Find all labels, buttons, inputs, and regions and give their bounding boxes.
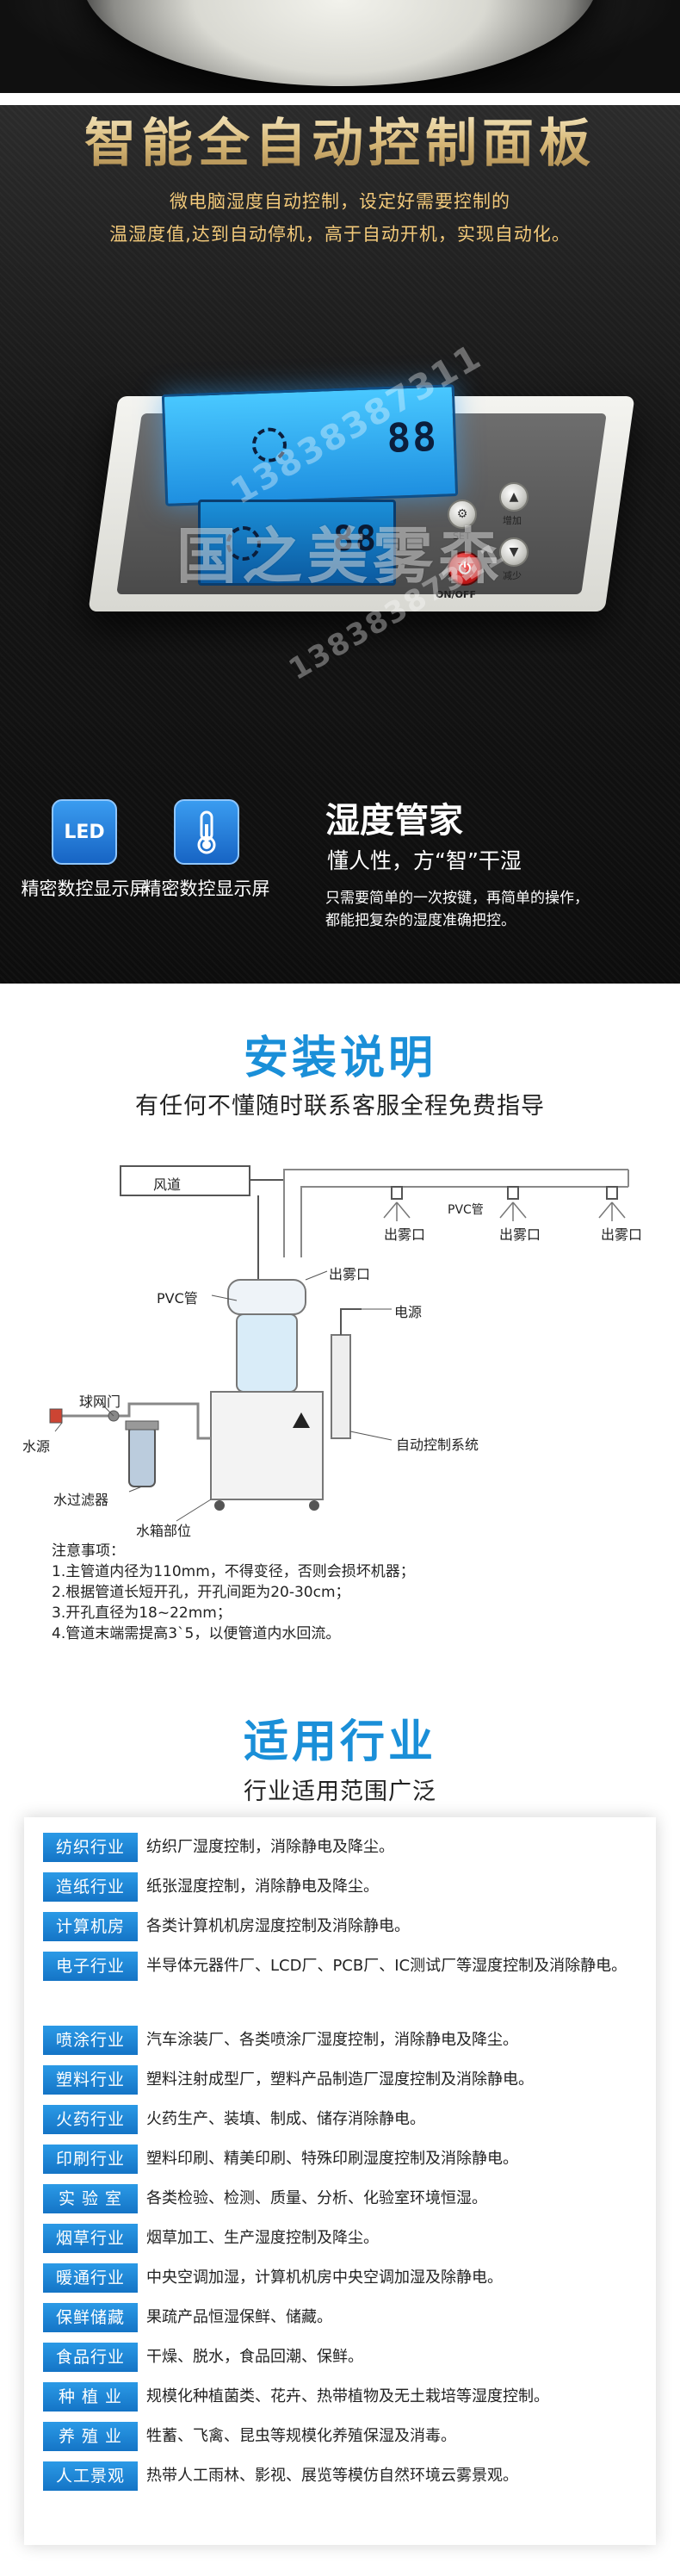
- power-button[interactable]: ⏻: [448, 551, 482, 586]
- industry-tag: 养 殖 业: [43, 2422, 138, 2451]
- industry-text: 塑料印刷、精美印刷、特殊印刷湿度控制及消除静电。: [146, 2150, 518, 2168]
- industry-text: 牲蓄、飞禽、昆虫等规模化养殖保湿及消毒。: [146, 2427, 456, 2445]
- industries-subtitle: 行业适用范围广泛: [244, 1778, 436, 1805]
- label-water-source: 水源: [22, 1438, 51, 1455]
- industry-row: 火药行业 火药生产、装填、制成、储存消除静电。: [43, 2105, 646, 2134]
- humidifier-top-image: [82, 0, 598, 86]
- industry-row: 纺织行业 纺织厂湿度控制，消除静电及降尘。: [43, 1833, 646, 1862]
- panel-title: 智能全自动控制面板: [0, 102, 680, 177]
- industry-text: 中央空调加湿，计算机机房中央空调加湿及除静电。: [146, 2269, 503, 2287]
- industry-text: 各类检验、检测、质量、分析、化验室环境恒湿。: [146, 2189, 487, 2207]
- industry-row: 电子行业 半导体元器件厂、LCD厂、PCB厂、IC测试厂等湿度控制及消除静电。: [43, 1952, 646, 1981]
- industry-row: 烟草行业 烟草加工、生产湿度控制及降尘。: [43, 2224, 646, 2253]
- note-item: 2.根据管道长短开孔，开孔间距为20-30cm；: [52, 1584, 350, 1601]
- industry-row: 印刷行业 塑料印刷、精美印刷、特殊印刷湿度控制及消除静电。: [43, 2145, 646, 2174]
- install-diagram-drawing: [49, 1165, 629, 1522]
- industry-text: 各类计算机机房湿度控制及消除静电。: [146, 1917, 410, 1935]
- industry-text: 半导体元器件厂、LCD厂、PCB厂、IC测试厂等湿度控制及消除静电。: [146, 1957, 627, 1975]
- label-ball-valve: 球网门: [79, 1394, 121, 1410]
- panel-subtitle-2: 温湿度值,达到自动停机，高于自动开机，实现自动化。: [109, 224, 571, 245]
- down-button-label: 减少: [503, 570, 522, 581]
- industry-text: 塑料注射成型厂，塑料产品制造厂湿度控制及消除静电。: [146, 2070, 534, 2089]
- feature-label-display: 精密数控显示屏: [143, 878, 270, 899]
- industries-list: 纺织行业 纺织厂湿度控制，消除静电及降尘。 造纸行业 纸张湿度控制，消除静电及降…: [24, 1817, 656, 2545]
- industry-tag: 印刷行业: [43, 2145, 138, 2174]
- industry-text: 烟草加工、生产湿度控制及降尘。: [146, 2229, 379, 2247]
- industry-tag: 实 验 室: [43, 2184, 138, 2213]
- lcd-digits: 88: [332, 519, 378, 559]
- humidity-manager-title: 湿度管家: [325, 801, 463, 841]
- industry-row: 暖通行业 中央空调加湿，计算机机房中央空调加湿及除静电。: [43, 2263, 646, 2293]
- industry-row: 保鲜储藏 果疏产品恒湿保鲜、储藏。: [43, 2303, 646, 2332]
- industry-tag: 保鲜储藏: [43, 2303, 138, 2332]
- industry-tag: 造纸行业: [43, 1872, 138, 1902]
- lcd-screen-device: 88: [198, 500, 396, 586]
- label-outlet: 出雾口: [499, 1226, 541, 1243]
- note-item: 4.管道末端需提高3`5，以便管道内水回流。: [52, 1625, 341, 1642]
- up-button-label: 增加: [503, 515, 522, 526]
- label-control-system: 自动控制系统: [396, 1437, 479, 1453]
- install-diagram: 风道 PVC管 出雾口 出雾口 出雾口 出雾口 PVC管 电源 水源 球网门 水…: [0, 1120, 680, 1539]
- panel-subtitle-1: 微电脑湿度自动控制，设定好需要控制的: [170, 191, 510, 212]
- industry-tag: 食品行业: [43, 2343, 138, 2372]
- set-button[interactable]: ⚙: [448, 500, 477, 529]
- industry-text: 纸张湿度控制，消除静电及降尘。: [146, 1878, 379, 1896]
- industry-row: 种 植 业 规模化种植菌类、花卉、热带植物及无土栽培等湿度控制。: [43, 2382, 646, 2412]
- label-main-outlet: 出雾口: [329, 1266, 371, 1282]
- industry-row: 喷涂行业 汽车涂装厂、各类喷涂厂湿度控制，消除静电及降尘。: [43, 2026, 646, 2055]
- industries-title: 适用行业: [243, 1716, 436, 1768]
- industry-row: 实 验 室 各类检验、检测、质量、分析、化验室环境恒湿。: [43, 2184, 646, 2213]
- notes-title: 注意事项：: [52, 1542, 125, 1560]
- note-item: 1.主管道内径为110mm，不得变径，否则会损坏机器；: [52, 1563, 415, 1580]
- industry-text: 干燥、脱水，食品回潮、保鲜。: [146, 2348, 363, 2366]
- label-pvc-top: PVC管: [448, 1203, 484, 1217]
- industry-row: 养 殖 业 牲蓄、飞禽、昆虫等规模化养殖保湿及消毒。: [43, 2422, 646, 2451]
- label-water-filter: 水过滤器: [53, 1492, 109, 1508]
- industry-tag: 纺织行业: [43, 1833, 138, 1862]
- industry-tag: 暖通行业: [43, 2263, 138, 2293]
- watermark-brand: 国之美雾森: [176, 521, 504, 592]
- power-button-label: ON/OFF: [436, 589, 476, 600]
- hero-product-top: [0, 0, 680, 93]
- install-subtitle: 有任何不懂随时联系客服全程免费指导: [135, 1093, 545, 1120]
- label-duct: 风道: [153, 1176, 182, 1193]
- install-title: 安装说明: [243, 1033, 436, 1084]
- industry-tag: 种 植 业: [43, 2382, 138, 2412]
- industry-row: 计算机房 各类计算机机房湿度控制及消除静电。: [43, 1912, 646, 1941]
- industry-tag: 烟草行业: [43, 2224, 138, 2253]
- industry-tag: 人工景观: [43, 2461, 138, 2491]
- industry-tag: 喷涂行业: [43, 2026, 138, 2055]
- down-button[interactable]: ▼: [499, 537, 529, 567]
- industry-tag: 火药行业: [43, 2105, 138, 2134]
- thermometer-icon: [174, 799, 239, 865]
- industry-text: 果疏产品恒湿保鲜、储藏。: [146, 2308, 332, 2326]
- label-pvc: PVC管: [157, 1290, 198, 1307]
- humidity-desc-line: 只需要简单的一次按键，再简单的操作，: [325, 890, 589, 907]
- feature-label-display: 精密数控显示屏: [21, 878, 148, 899]
- industry-text: 规模化种植菌类、花卉、热带植物及无土栽培等湿度控制。: [146, 2387, 549, 2405]
- industry-text: 汽车涂装厂、各类喷涂厂湿度控制，消除静电及降尘。: [146, 2031, 518, 2049]
- industry-tag: 电子行业: [43, 1952, 138, 1981]
- label-outlet: 出雾口: [601, 1226, 643, 1243]
- industry-row: 塑料行业 塑料注射成型厂，塑料产品制造厂湿度控制及消除静电。: [43, 2065, 646, 2095]
- led-display-icon: LED: [52, 799, 117, 865]
- humidity-desc-line: 都能把复杂的湿度准确把控。: [325, 912, 516, 929]
- industry-tag: 计算机房: [43, 1912, 138, 1941]
- industry-tag: 塑料行业: [43, 2065, 138, 2095]
- label-outlet: 出雾口: [384, 1226, 426, 1243]
- industry-text: 火药生产、装填、制成、储存消除静电。: [146, 2110, 425, 2128]
- humidity-manager-subtitle: 懂人性，方“智”干湿: [327, 848, 522, 873]
- up-button[interactable]: ▲: [499, 482, 529, 512]
- industry-row: 造纸行业 纸张湿度控制，消除静电及降尘。: [43, 1872, 646, 1902]
- industry-text: 热带人工雨林、影视、展览等模仿自然环境云雾景观。: [146, 2467, 518, 2485]
- set-button-label: SET: [453, 531, 471, 542]
- label-tank: 水箱部位: [136, 1523, 192, 1539]
- industry-row: 食品行业 干燥、脱水，食品回潮、保鲜。: [43, 2343, 646, 2372]
- section-gap: [0, 93, 680, 105]
- industry-row: 人工景观 热带人工雨林、影视、展览等模仿自然环境云雾景观。: [43, 2461, 646, 2491]
- industry-text: 纺织厂湿度控制，消除静电及降尘。: [146, 1838, 394, 1856]
- label-power: 电源: [394, 1304, 423, 1320]
- note-item: 3.开孔直径为18~22mm；: [52, 1605, 232, 1622]
- fan-icon: [226, 526, 261, 561]
